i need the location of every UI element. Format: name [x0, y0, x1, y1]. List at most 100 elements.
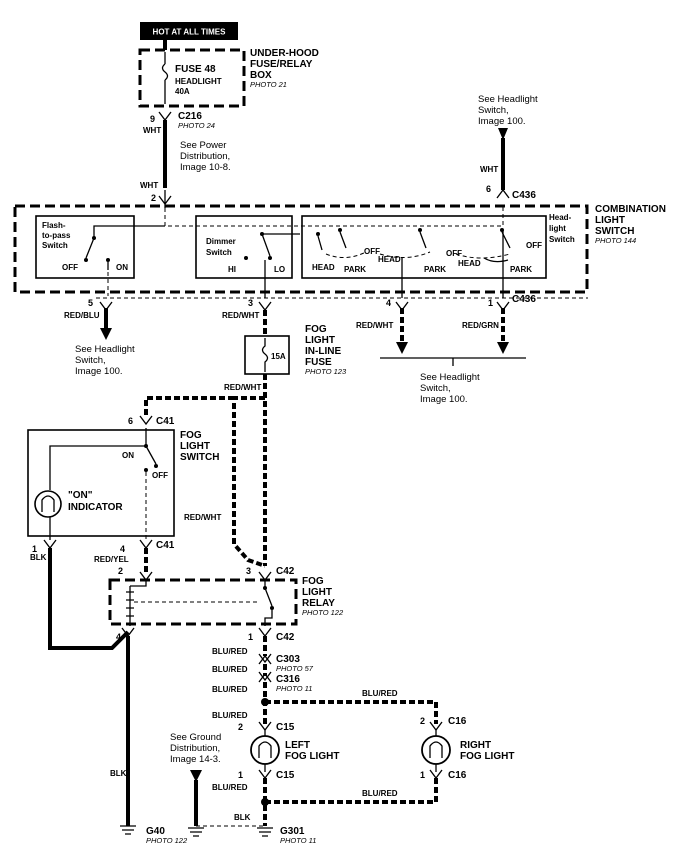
svg-text:OFF: OFF [446, 249, 462, 258]
svg-text:FOG LIGHT: FOG LIGHT [285, 751, 339, 762]
on-indicator-label: "ON" [68, 490, 93, 501]
svg-text:6: 6 [486, 184, 491, 194]
svg-text:PARK: PARK [344, 265, 366, 274]
svg-text:PHOTO 122: PHOTO 122 [302, 608, 344, 617]
svg-text:BLU/RED: BLU/RED [362, 789, 398, 798]
svg-text:PHOTO 123: PHOTO 123 [305, 367, 347, 376]
svg-text:BLU/RED: BLU/RED [212, 783, 248, 792]
svg-text:BLU/RED: BLU/RED [212, 647, 248, 656]
svg-text:IN-LINE: IN-LINE [305, 346, 341, 357]
svg-text:FUSE: FUSE [305, 357, 332, 368]
svg-text:Switch,: Switch, [478, 105, 509, 116]
svg-text:2: 2 [151, 193, 156, 203]
g40-ground-label: G40 [146, 826, 165, 837]
underhood-fuse-box [138, 48, 246, 108]
svg-text:1: 1 [248, 632, 253, 642]
svg-text:PHOTO 24: PHOTO 24 [178, 121, 215, 130]
c16-bottom-connector: C16 [448, 770, 467, 781]
g40-ground-icon [120, 825, 136, 835]
c15-top-connector: C15 [276, 722, 295, 733]
svg-text:3: 3 [248, 298, 253, 308]
svg-text:HEAD: HEAD [458, 259, 481, 268]
svg-text:LIGHT: LIGHT [305, 335, 335, 346]
svg-text:HEADLIGHT: HEADLIGHT [175, 77, 222, 86]
svg-text:HI: HI [228, 265, 236, 274]
svg-text:WHT: WHT [143, 126, 161, 135]
left-fog-light-label: LEFT [285, 740, 310, 751]
svg-text:PHOTO 11: PHOTO 11 [276, 684, 312, 693]
c16-top-connector: C16 [448, 716, 467, 727]
g120-ground-icon [188, 827, 204, 837]
svg-text:Switch: Switch [42, 241, 68, 250]
headlight-switch [301, 215, 547, 279]
svg-text:LIGHT: LIGHT [302, 587, 332, 598]
c42-bottom-connector: C42 [276, 632, 295, 643]
g301-ground-icon [257, 827, 273, 837]
svg-text:1: 1 [420, 770, 425, 780]
svg-text:RED/WHT: RED/WHT [222, 311, 259, 320]
c316-connector: C316 [276, 674, 300, 685]
svg-text:BOX: BOX [250, 70, 272, 81]
svg-text:HEAD: HEAD [378, 255, 401, 264]
svg-text:LO: LO [274, 265, 285, 274]
svg-text:Image 100.: Image 100. [420, 394, 468, 405]
svg-text:BLU/RED: BLU/RED [212, 665, 248, 674]
svg-text:OFF: OFF [364, 247, 380, 256]
svg-text:PHOTO 57: PHOTO 57 [276, 664, 314, 673]
c436-bottom-connector: C436 [512, 294, 536, 305]
c42-top-connector: C42 [276, 566, 295, 577]
c436-top-connector: C436 [512, 190, 536, 201]
right-fog-light-bulb [421, 735, 451, 765]
svg-text:Flash-: Flash- [42, 221, 66, 230]
svg-text:PHOTO 122: PHOTO 122 [146, 836, 188, 845]
combination-switch-title: COMBINATION [595, 204, 666, 215]
svg-text:6: 6 [128, 416, 133, 426]
svg-text:PHOTO 144: PHOTO 144 [595, 236, 636, 245]
svg-text:Distribution,: Distribution, [180, 151, 230, 162]
svg-text:2: 2 [238, 722, 243, 732]
svg-text:BLU/RED: BLU/RED [362, 689, 398, 698]
svg-text:Dimmer: Dimmer [206, 237, 236, 246]
svg-text:PARK: PARK [424, 265, 446, 274]
on-indicator-lamp [34, 490, 62, 518]
svg-text:SWITCH: SWITCH [180, 452, 219, 463]
svg-text:2: 2 [420, 716, 425, 726]
fog-light-switch [27, 429, 175, 537]
svg-text:Image 100.: Image 100. [478, 116, 526, 127]
svg-text:BLK: BLK [234, 813, 251, 822]
svg-text:RED/BLU: RED/BLU [64, 311, 100, 320]
svg-text:WHT: WHT [480, 165, 498, 174]
underhood-box-title: UNDER-HOOD [250, 48, 319, 59]
svg-text:RED/WHT: RED/WHT [184, 513, 221, 522]
svg-text:BLK: BLK [110, 769, 127, 778]
svg-text:HEAD: HEAD [312, 263, 335, 272]
svg-text:SWITCH: SWITCH [595, 226, 634, 237]
fog-light-relay [108, 578, 298, 626]
svg-text:3: 3 [246, 566, 251, 576]
left-fog-light-bulb [250, 735, 280, 765]
svg-text:See Headlight: See Headlight [75, 344, 135, 355]
svg-text:Head-: Head- [549, 213, 572, 222]
svg-text:FOG LIGHT: FOG LIGHT [460, 751, 514, 762]
svg-text:1: 1 [238, 770, 243, 780]
g301-ground-label: G301 [280, 826, 305, 837]
svg-text:PHOTO 21: PHOTO 21 [250, 80, 287, 89]
fog-relay-title: FOG [302, 576, 324, 587]
svg-text:RED/GRN: RED/GRN [462, 321, 499, 330]
svg-text:ON: ON [122, 451, 134, 460]
svg-text:See Ground: See Ground [170, 732, 221, 743]
svg-text:ON: ON [116, 263, 128, 272]
svg-text:Switch: Switch [206, 248, 232, 257]
svg-text:LIGHT: LIGHT [595, 215, 625, 226]
svg-text:15A: 15A [271, 352, 286, 361]
combination-light-switch [13, 204, 589, 294]
svg-text:Image 14-3.: Image 14-3. [170, 754, 221, 765]
c303-connector: C303 [276, 654, 300, 665]
svg-text:See Headlight: See Headlight [478, 94, 538, 105]
svg-text:PARK: PARK [510, 265, 532, 274]
flash-to-pass-switch [35, 215, 135, 279]
svg-text:to-pass: to-pass [42, 231, 71, 240]
svg-text:4: 4 [120, 544, 125, 554]
svg-text:OFF: OFF [62, 263, 78, 272]
